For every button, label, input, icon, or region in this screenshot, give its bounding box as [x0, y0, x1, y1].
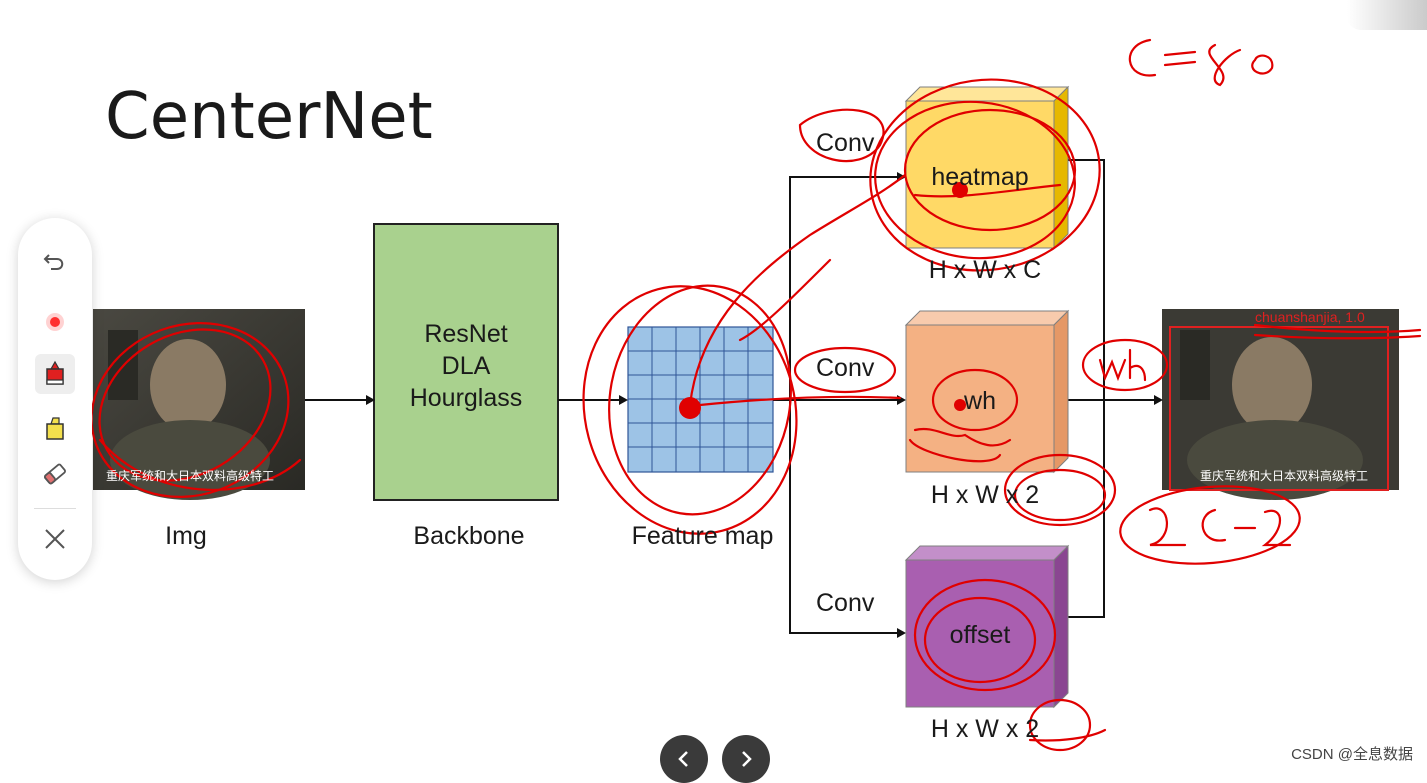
close-icon: [45, 529, 65, 549]
undo-button[interactable]: [35, 240, 75, 280]
slide-title: CenterNet: [105, 80, 433, 154]
output-image-caption: 重庆军统和大日本双料高级特工: [1200, 469, 1369, 483]
backbone-label: Backbone: [413, 522, 525, 550]
eraser-icon: [44, 463, 66, 485]
window-control-area: [1347, 0, 1427, 30]
head-shape-heatmap: H x W x C: [928, 256, 1042, 284]
watermark: CSDN @全息数据: [1291, 746, 1413, 763]
head-name-heatmap: heatmap: [931, 163, 1029, 191]
next-slide-button[interactable]: [722, 735, 770, 783]
conv-label-heatmap: Conv: [816, 129, 875, 157]
laser-pointer-icon: [46, 313, 64, 331]
prev-slide-button[interactable]: [660, 735, 708, 783]
undo-icon: [43, 254, 64, 270]
toolbar-divider: [34, 508, 76, 509]
red-pen-button[interactable]: [35, 354, 75, 394]
laser-pointer-button[interactable]: [35, 302, 75, 342]
highlighter-icon: [46, 417, 64, 440]
wh-cube: [904, 309, 1070, 474]
input-image-caption: 重庆军统和大日本双料高级特工: [106, 469, 275, 483]
close-toolbar-button[interactable]: [35, 519, 75, 559]
backbone-names: ResNet DLA Hourglass: [374, 318, 558, 414]
backbone-box: [373, 223, 559, 501]
next-arrow-icon: [742, 751, 752, 767]
backbone-name-resnet: ResNet: [424, 320, 508, 348]
head-name-wh: wh: [964, 387, 996, 415]
backbone-name-hourglass: Hourglass: [409, 384, 523, 412]
annotation-toolbar: [18, 218, 92, 580]
feature-map-grid: [627, 326, 774, 473]
conv-label-wh: Conv: [816, 354, 875, 382]
prev-arrow-icon: [678, 751, 688, 767]
head-shape-offset: H x W x 2: [930, 715, 1040, 743]
detection-label: chuanshanjia, 1.0: [1255, 309, 1365, 325]
red-pen-icon: [46, 360, 64, 385]
backbone-name-dla: DLA: [441, 352, 491, 380]
output-image: [1162, 309, 1399, 500]
ink-annotations: [90, 38, 1422, 752]
highlighter-button[interactable]: [35, 409, 75, 449]
eraser-button[interactable]: [35, 454, 75, 494]
conv-label-offset: Conv: [816, 589, 875, 617]
head-shape-wh: H x W x 2: [930, 481, 1040, 509]
head-name-offset: offset: [949, 621, 1011, 649]
input-label: Img: [165, 522, 207, 550]
feature-map-label: Feature map: [631, 522, 774, 550]
